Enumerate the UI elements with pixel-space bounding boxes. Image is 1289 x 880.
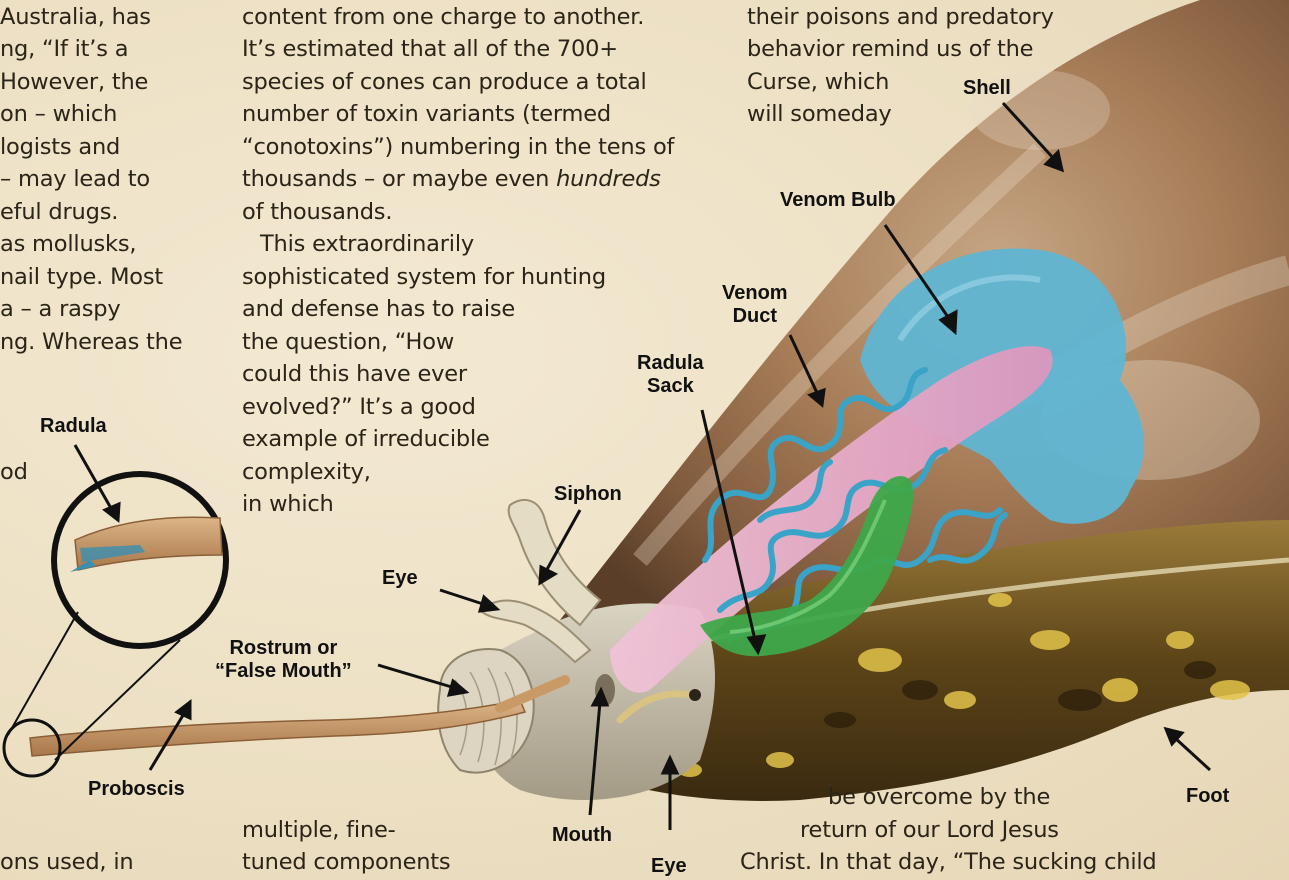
middle-text-line: content from one charge to another.: [242, 1, 644, 34]
label-radula-sack: Radula Sack: [637, 352, 704, 398]
right-text-line: will someday: [747, 98, 892, 131]
middle-text-line: example of irreducible: [242, 423, 490, 456]
left-text-line: logists and: [0, 131, 120, 164]
label-radula: Radula: [40, 415, 107, 438]
left-text-line: on – which: [0, 98, 117, 131]
label-rostrum: Rostrum or “False Mouth”: [215, 637, 352, 683]
middle-text-line: This extraordinarily: [260, 228, 474, 261]
right-text-bottom: be overcome by the: [828, 781, 1050, 814]
middle-text-line: species of cones can produce a total: [242, 66, 647, 99]
left-text-bottom: ons used, in: [0, 846, 133, 879]
right-text-bottom: Christ. In that day, “The sucking child: [740, 846, 1157, 879]
label-venom-bulb: Venom Bulb: [780, 189, 896, 212]
right-text-bottom: return of our Lord Jesus: [800, 814, 1059, 847]
label-eye-lower: Eye: [651, 855, 687, 878]
middle-text-line: sophisticated system for hunting: [242, 261, 606, 294]
middle-text-line: of thousands.: [242, 196, 392, 229]
left-text-fragment: od: [0, 456, 28, 489]
left-text-line: nail type. Most: [0, 261, 163, 294]
left-text-line: – may lead to: [0, 163, 150, 196]
middle-text-plain: thousands – or maybe even: [242, 166, 556, 192]
label-siphon: Siphon: [554, 483, 622, 506]
left-text-line: eful drugs.: [0, 196, 118, 229]
middle-text-italic: hundreds: [556, 166, 661, 192]
left-text-line: ng. Whereas the: [0, 326, 182, 359]
middle-text-line: evolved?” It’s a good: [242, 391, 476, 424]
middle-text-line: complexity,: [242, 456, 371, 489]
left-text-line: a – a raspy: [0, 293, 120, 326]
left-text-line: Australia, has: [0, 1, 151, 34]
left-text-line: However, the: [0, 66, 148, 99]
middle-text-line: the question, “How: [242, 326, 454, 359]
label-eye-upper: Eye: [382, 567, 418, 590]
right-text-line: Curse, which: [747, 66, 889, 99]
middle-text-line: It’s estimated that all of the 700+: [242, 33, 618, 66]
left-text-line: as mollusks,: [0, 228, 136, 261]
label-shell: Shell: [963, 77, 1011, 100]
middle-text-line: thousands – or maybe even hundreds: [242, 163, 661, 196]
label-foot: Foot: [1186, 785, 1229, 808]
middle-text-line: “conotoxins”) numbering in the tens of: [242, 131, 674, 164]
middle-text-line: number of toxin variants (termed: [242, 98, 611, 131]
right-text-line: behavior remind us of the: [747, 33, 1033, 66]
middle-text-bottom: tuned components: [242, 846, 450, 879]
label-proboscis: Proboscis: [88, 778, 185, 801]
label-mouth: Mouth: [552, 824, 612, 847]
middle-text-line: could this have ever: [242, 358, 467, 391]
label-venom-duct: Venom Duct: [722, 282, 788, 328]
right-text-line: their poisons and predatory: [747, 1, 1054, 34]
middle-text-bottom: multiple, fine-: [242, 814, 396, 847]
middle-text-line: and defense has to raise: [242, 293, 515, 326]
left-text-line: ng, “If it’s a: [0, 33, 128, 66]
middle-text-line: in which: [242, 488, 334, 521]
